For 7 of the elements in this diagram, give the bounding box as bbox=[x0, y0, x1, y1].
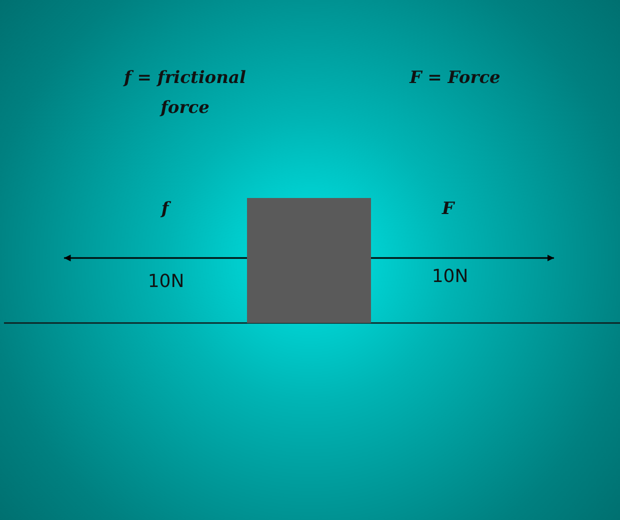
force-symbol: F bbox=[440, 198, 456, 221]
definition-text: F = Force bbox=[408, 67, 502, 90]
block-box bbox=[247, 198, 371, 323]
force-magnitude: 10N bbox=[430, 265, 470, 289]
force-magnitude: 10N bbox=[146, 270, 186, 294]
definition-text: f = frictional force bbox=[122, 67, 247, 120]
force-symbol: f bbox=[160, 198, 172, 221]
